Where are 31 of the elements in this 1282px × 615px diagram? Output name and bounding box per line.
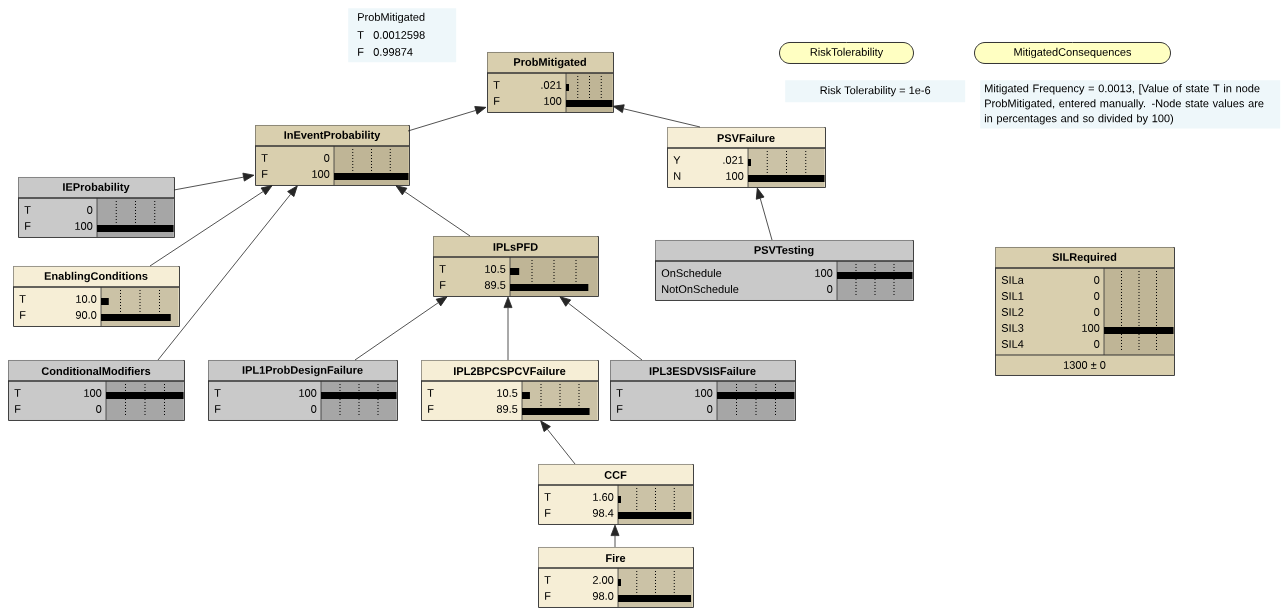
arrow (407, 106, 487, 132)
bayes-net-node: IPL1ProbDesignFailure T 100 F 0 (207, 360, 398, 421)
arrow (610, 524, 620, 548)
probability-note: ProbMitigated T 0.0012598 F 0.99874 (348, 8, 457, 63)
bayes-net-node: ProbMitigated T .021 F 100 (486, 52, 614, 113)
arrow (612, 104, 701, 128)
bayes-net-node: Fire T 2.00 F 98.0 (537, 547, 694, 608)
bayes-net-node: PSVFailure Y .021 N 100 (666, 127, 826, 188)
bayes-net-node: CCF T 1.60 F 98.4 (537, 464, 694, 525)
arrow (503, 296, 513, 361)
arrow (755, 187, 773, 241)
arrow (149, 185, 273, 267)
bayes-net-node: EnablingConditions T 10.0 F 90.0 (12, 266, 180, 327)
text-note: Risk Tolerability = 1e-6 (785, 80, 966, 103)
arrow (157, 185, 298, 361)
text-note: Mitigated Frequency = 0.0013, [Value of state T in node ProbMitigated, entered manually. -Node state values are in percentages and so divided by 100) (980, 80, 1281, 129)
arrow (395, 185, 471, 237)
bayes-net-node: IPLsPFD T 10.5 F 89.5 (432, 236, 599, 297)
constant-node: MitigatedConsequences (974, 42, 1171, 64)
arrow (540, 420, 576, 465)
arrow (354, 296, 448, 361)
bayes-net-node: InEventProbability T 0 F 100 (254, 125, 410, 186)
arrow (559, 296, 643, 361)
bayes-net-node: IPL3ESDVSISFailure T 100 F 0 (609, 360, 796, 421)
arrow (173, 172, 255, 191)
bayes-net-node: SILRequired SILa 0 SIL1 0 SIL2 0 SIL3 100 SIL4 0 1300 ± 0 (994, 247, 1175, 376)
bayes-net-node: ConditionalModifiers T 100 F 0 (7, 360, 185, 421)
bayes-net-node: IPL2BPCSPCVFailure T 10.5 F 89.5 (420, 360, 599, 421)
constant-node: RiskTolerability (779, 42, 914, 64)
bayes-net-node: IEProbability T 0 F 100 (17, 177, 175, 238)
bayes-net-node: PSVTesting OnSchedule 100 NotOnSchedule 0 (654, 240, 914, 301)
